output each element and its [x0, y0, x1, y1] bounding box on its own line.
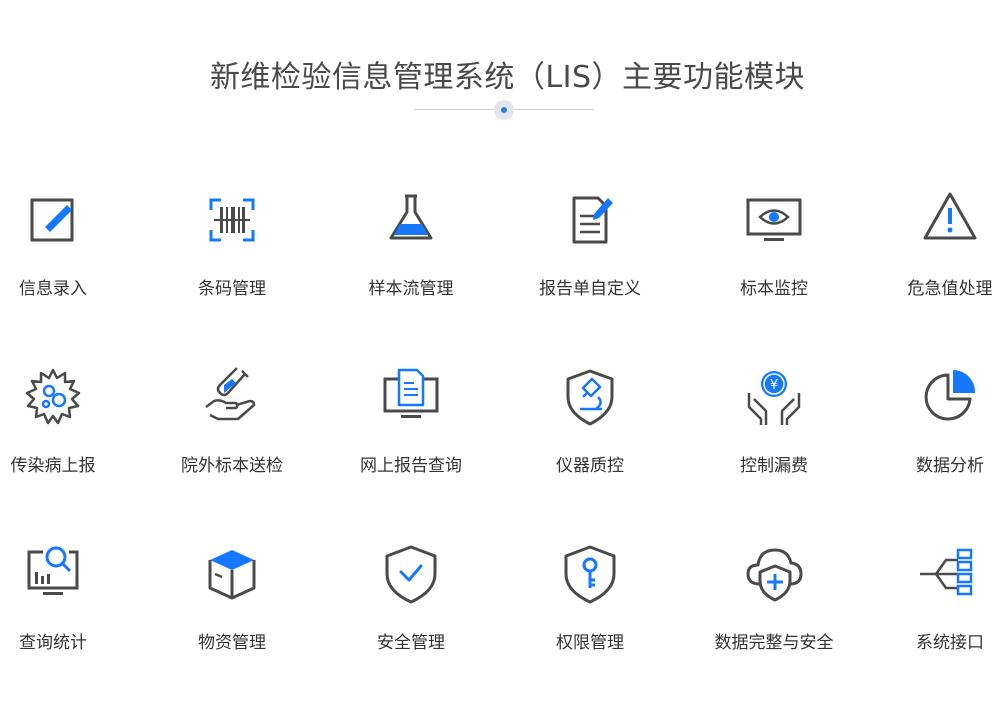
edit-icon	[23, 190, 83, 250]
module-label: 信息录入	[19, 279, 87, 299]
module-label: 网上报告查询	[360, 456, 462, 476]
module-label: 标本监控	[740, 279, 808, 299]
shield-microscope-icon	[560, 367, 620, 427]
module-supplies[interactable]: 物资管理	[152, 544, 312, 684]
module-online-report[interactable]: 网上报告查询	[331, 367, 491, 507]
flask-icon	[381, 190, 441, 250]
module-label: 控制漏费	[740, 456, 808, 476]
monitor-eye-icon	[744, 190, 804, 250]
module-system-interface[interactable]: 系统接口	[870, 544, 1005, 684]
module-permissions[interactable]: 权限管理	[510, 544, 670, 684]
module-label: 样本流管理	[368, 279, 454, 299]
hands-coin-icon: ¥	[744, 367, 804, 427]
monitor-search-chart-icon	[23, 544, 83, 604]
module-critical-value[interactable]: 危急值处理	[870, 190, 1005, 330]
module-label: 条码管理	[198, 279, 266, 299]
module-label: 数据完整与安全	[714, 633, 834, 653]
module-query-stats[interactable]: 查询统计	[0, 544, 133, 684]
module-external-specimen[interactable]: 院外标本送检	[152, 367, 312, 507]
title-divider	[414, 100, 594, 120]
module-infectious-report[interactable]: 传染病上报	[0, 367, 133, 507]
document-edit-icon	[560, 190, 620, 250]
module-label: 查询统计	[19, 633, 87, 653]
hand-test-tube-icon	[202, 367, 262, 427]
pie-chart-icon	[920, 367, 980, 427]
shield-check-icon	[381, 544, 441, 604]
module-label: 数据分析	[916, 456, 984, 476]
module-report-custom[interactable]: 报告单自定义	[510, 190, 670, 330]
cloud-shield-icon	[744, 544, 804, 604]
box-icon	[202, 544, 262, 604]
module-barcode[interactable]: 条码管理	[152, 190, 312, 330]
module-label: 院外标本送检	[181, 456, 283, 476]
module-data-integrity[interactable]: 数据完整与安全	[694, 544, 854, 684]
svg-text:¥: ¥	[770, 378, 778, 393]
module-label: 安全管理	[377, 633, 445, 653]
module-label: 系统接口	[916, 633, 984, 653]
module-info-entry[interactable]: 信息录入	[0, 190, 133, 330]
virus-icon	[23, 367, 83, 427]
module-label: 物资管理	[198, 633, 266, 653]
barcode-scan-icon	[202, 190, 262, 250]
module-label: 仪器质控	[556, 456, 624, 476]
module-instrument-qc[interactable]: 仪器质控	[510, 367, 670, 507]
monitor-document-icon	[381, 367, 441, 427]
module-sample-flow[interactable]: 样本流管理	[331, 190, 491, 330]
page-title: 新维检验信息管理系统（LIS）主要功能模块	[209, 60, 806, 95]
tree-nodes-icon	[920, 544, 980, 604]
module-label: 报告单自定义	[539, 279, 641, 299]
shield-key-icon	[560, 544, 620, 604]
module-specimen-monitor[interactable]: 标本监控	[694, 190, 854, 330]
module-label: 权限管理	[556, 633, 624, 653]
module-fee-control[interactable]: ¥ 控制漏费	[694, 367, 854, 507]
divider-dot	[494, 100, 514, 120]
module-label: 危急值处理	[907, 279, 993, 299]
module-data-analysis[interactable]: 数据分析	[870, 367, 1005, 507]
module-label: 传染病上报	[10, 456, 96, 476]
module-security[interactable]: 安全管理	[331, 544, 491, 684]
warning-triangle-icon	[920, 190, 980, 250]
